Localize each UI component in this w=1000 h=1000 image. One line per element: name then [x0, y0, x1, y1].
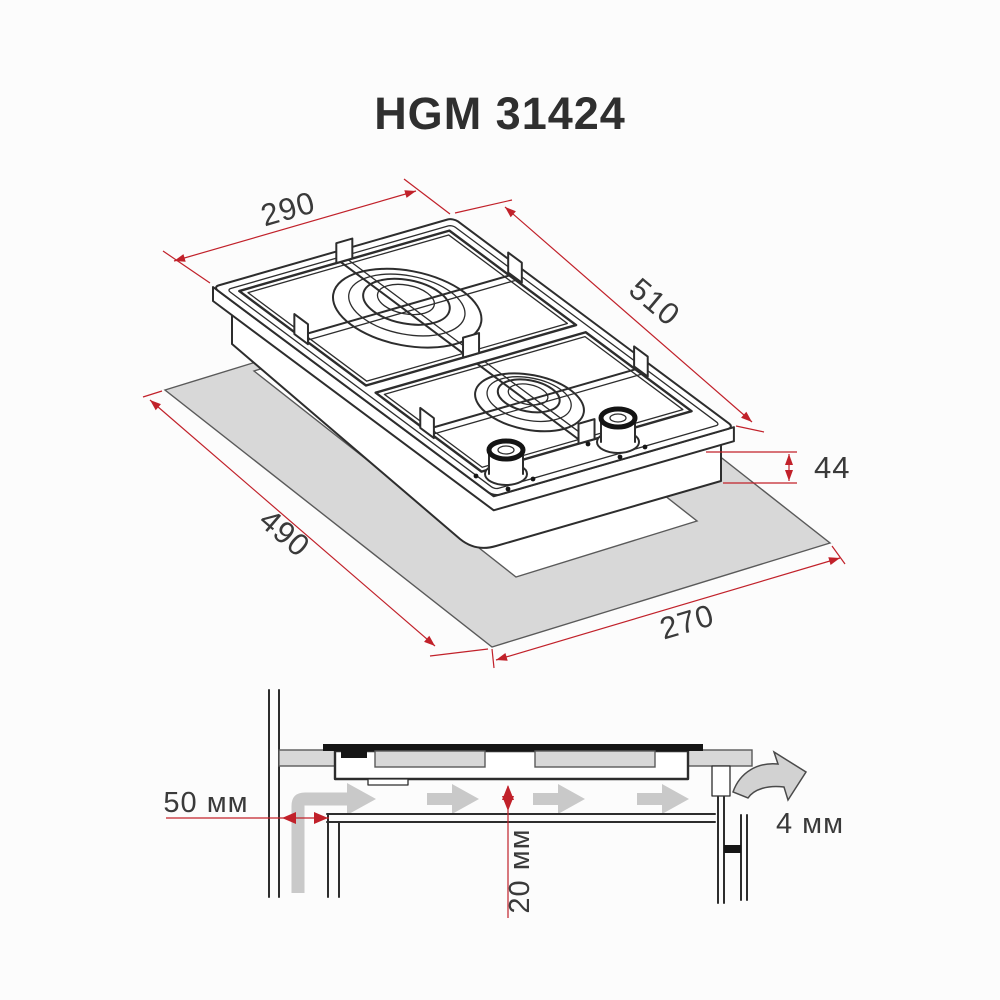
- hob-cross-section: [323, 744, 731, 797]
- clearance-20: 20 мм: [502, 785, 536, 918]
- page-title: HGM 31424: [374, 88, 626, 139]
- air-flow-arrows: [291, 783, 689, 893]
- isometric-view: 290 510 490 270: [142, 178, 850, 669]
- side-bracket: [711, 765, 731, 797]
- burner-large: [303, 256, 512, 360]
- clearance-20-label: 20 мм: [504, 828, 536, 913]
- dimension-44: 44: [706, 450, 850, 485]
- dimension-44-label: 44: [814, 450, 850, 485]
- clearance-4: 4 мм: [776, 808, 844, 840]
- left-burner-base: [341, 751, 367, 758]
- burner-bowl: [367, 778, 409, 786]
- dimension-510-label: 510: [623, 271, 687, 333]
- cabinet-panel: [717, 796, 748, 904]
- dimension-270-label: 270: [656, 597, 718, 646]
- hob-frame-edge: [212, 286, 735, 512]
- burner-cup-right: [534, 750, 656, 768]
- burner-cup-left: [374, 750, 486, 768]
- dimension-490-label: 490: [253, 502, 317, 564]
- shelf: [326, 813, 716, 898]
- clearance-4-label: 4 мм: [776, 808, 844, 840]
- installation-section: 50 мм 20 мм 4 мм: [163, 689, 844, 918]
- dimension-290-label: 290: [257, 185, 319, 234]
- wall: [268, 689, 280, 898]
- glass-top: [323, 744, 703, 751]
- hob-body: [231, 312, 722, 549]
- clearance-50-label: 50 мм: [163, 787, 248, 819]
- worktop-right: [687, 749, 753, 767]
- control-knob-left: [473, 438, 536, 492]
- clearance-50: 50 мм: [163, 787, 329, 824]
- vent-exit-arrow: [732, 750, 808, 802]
- worktop-left: [278, 749, 338, 767]
